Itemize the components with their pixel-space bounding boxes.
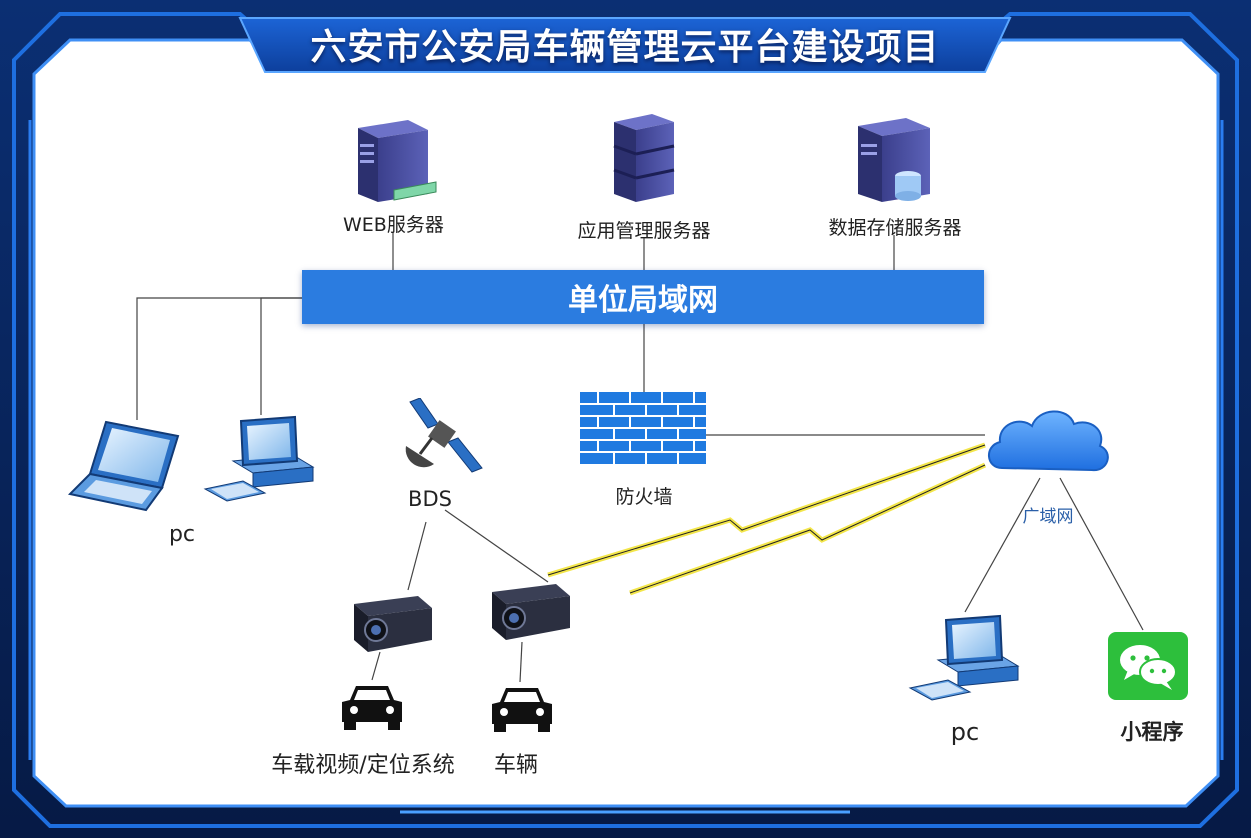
app-server-label: 应用管理服务器 — [577, 220, 711, 242]
server-rack-icon — [613, 114, 675, 202]
bds-label: BDS — [408, 487, 452, 511]
car-icon — [342, 686, 402, 730]
diagram-title: 六安市公安局车辆管理云平台建设项目 — [310, 27, 940, 68]
vehicle-camera-icon — [354, 596, 432, 652]
wireless-links — [547, 442, 987, 596]
vehicle-camera-icon — [492, 584, 570, 640]
laptop-icon — [67, 420, 180, 512]
wan-label: 广域网 — [1022, 507, 1074, 527]
vehicle-system-label: 车载视频/定位系统 — [271, 753, 455, 778]
connection-lines — [136, 232, 1144, 683]
wechat-icon — [1108, 632, 1188, 700]
desktop-pc-icon — [203, 415, 315, 502]
cloud-icon — [988, 410, 1109, 472]
satellite-icon — [405, 398, 483, 473]
firewall-brick-icon — [580, 392, 706, 464]
mini-program-label: 小程序 — [1120, 720, 1184, 744]
vehicle-label: 车辆 — [493, 753, 538, 778]
db-server-label: 数据存储服务器 — [828, 217, 962, 239]
desktop-pc-icon — [908, 614, 1020, 701]
server-tower-icon — [358, 120, 437, 202]
car-icon — [492, 688, 552, 732]
pc-right-label: pc — [950, 718, 980, 746]
web-server-label: WEB服务器 — [343, 214, 444, 236]
database-server-icon — [858, 118, 930, 202]
pc-left-label: pc — [168, 522, 196, 547]
firewall-label: 防火墙 — [615, 486, 673, 508]
lan-bar: 单位局域网 — [302, 270, 984, 324]
